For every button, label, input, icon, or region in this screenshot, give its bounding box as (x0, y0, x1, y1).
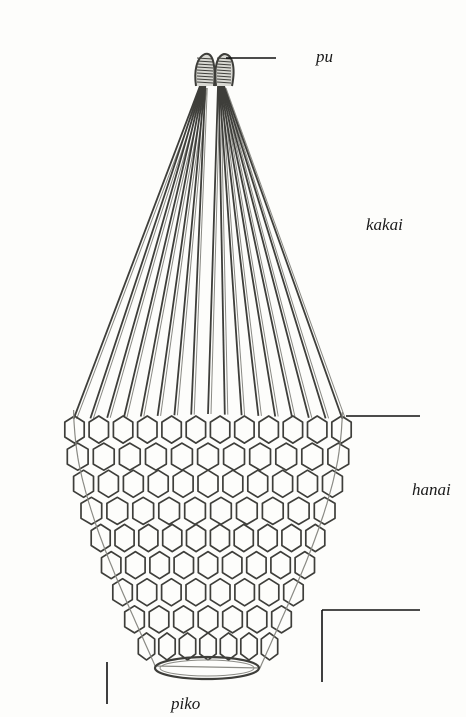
suspension-cord-twin (177, 88, 206, 415)
mesh-cell (150, 552, 169, 579)
mesh-cell (93, 443, 114, 470)
mesh-cell (271, 552, 290, 579)
suspension-cord (221, 86, 275, 417)
mesh-cell (247, 552, 266, 579)
mesh-cell (258, 524, 277, 551)
mesh-cell (210, 416, 229, 443)
mesh-cell (179, 633, 195, 660)
mesh-cell (282, 524, 301, 551)
mesh-cell (172, 443, 193, 470)
hanai-mesh-net (65, 410, 351, 668)
label-kakai: kakai (366, 215, 403, 235)
mesh-cell (107, 497, 128, 524)
mesh-cell (247, 606, 267, 633)
mesh-cell (198, 470, 218, 497)
suspension-cord-twin (226, 88, 345, 419)
mesh-cell (210, 579, 230, 606)
mesh-cell (159, 497, 180, 524)
label-pu: pu (316, 47, 333, 67)
mesh-cell (159, 633, 175, 660)
mesh-cell (211, 497, 232, 524)
mesh-cell (133, 497, 154, 524)
mesh-cell (137, 579, 157, 606)
mesh-cell (210, 524, 229, 551)
mesh-cell (186, 416, 205, 443)
suspension-cord (90, 86, 200, 418)
mesh-cell (235, 579, 255, 606)
mesh-cell (288, 497, 309, 524)
mesh-cell (186, 579, 206, 606)
mesh-cell (298, 470, 318, 497)
mesh-cell (302, 443, 323, 470)
mesh-cell (259, 579, 279, 606)
label-hanai: hanai (412, 480, 451, 500)
mesh-cell (149, 606, 169, 633)
mesh-cell (234, 524, 253, 551)
suspension-cord (208, 86, 218, 414)
mesh-cell (126, 552, 145, 579)
suspension-cord (222, 86, 292, 417)
mesh-cell (185, 497, 206, 524)
mesh-cell (146, 443, 167, 470)
mesh-cell (308, 416, 327, 443)
suspension-cord-twin (225, 88, 328, 418)
mesh-cell (283, 416, 302, 443)
mesh-cell (119, 443, 140, 470)
mesh-cell (223, 552, 242, 579)
mesh-cell (89, 416, 108, 443)
mesh-cell (174, 552, 193, 579)
suspension-cord (223, 86, 309, 418)
mesh-cell (250, 443, 271, 470)
mesh-cell (220, 633, 236, 660)
mesh-cell (198, 552, 217, 579)
mesh-cell (224, 443, 245, 470)
mesh-cell (248, 470, 268, 497)
mesh-cell (259, 416, 278, 443)
mesh-cell (241, 633, 257, 660)
mesh-cell (139, 524, 158, 551)
mesh-cell (123, 470, 143, 497)
mesh-cell (198, 606, 218, 633)
mesh-cell (162, 579, 182, 606)
mesh-cell (273, 470, 293, 497)
label-piko: piko (171, 694, 200, 714)
mesh-cell (223, 470, 243, 497)
mesh-cell (115, 524, 134, 551)
mesh-cell (138, 416, 157, 443)
mesh-cell (237, 497, 258, 524)
mesh-cell (276, 443, 297, 470)
suspension-cord (174, 86, 204, 415)
mesh-cell (187, 524, 206, 551)
kakai-suspension-cords (74, 86, 346, 419)
mesh-cell (174, 606, 194, 633)
mesh-cell (113, 416, 132, 443)
mesh-cell (162, 416, 181, 443)
mesh-cell (235, 416, 254, 443)
leader-lines (107, 58, 420, 704)
mesh-cell (223, 606, 243, 633)
suspension-cord-twin (224, 88, 295, 417)
mesh-cell (173, 470, 193, 497)
mesh-cell (262, 497, 283, 524)
suspension-cord (107, 86, 201, 418)
mesh-cell (99, 470, 119, 497)
mesh-cell (148, 470, 168, 497)
mesh-cell (163, 524, 182, 551)
suspension-cord (124, 86, 202, 417)
mesh-cell (198, 443, 219, 470)
